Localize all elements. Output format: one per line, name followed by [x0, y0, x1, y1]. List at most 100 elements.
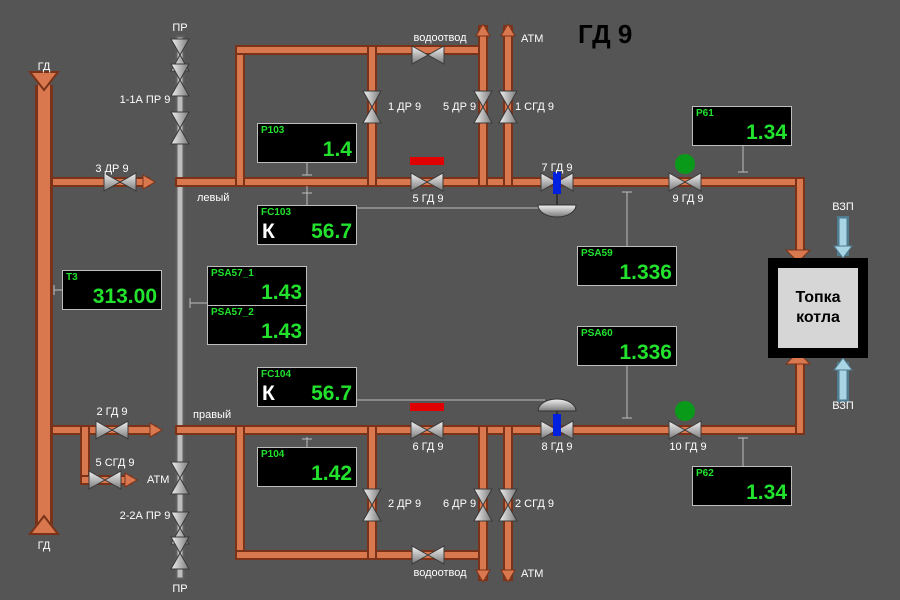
p103-value: 1.4 — [322, 138, 352, 161]
furnace-label: Топка котла — [778, 268, 858, 348]
valve-1-1a-pr-3[interactable] — [170, 111, 190, 145]
label-1dr: 1 ДР 9 — [388, 101, 421, 113]
display-psa57-2[interactable]: PSA57_2 1.43 — [207, 305, 307, 345]
page-title: ГД 9 — [578, 19, 632, 49]
valve-5sgd[interactable] — [88, 470, 122, 490]
display-p103[interactable]: P103 1.4 — [257, 123, 357, 163]
label-atm-bottom: АТМ — [521, 568, 543, 580]
label-1-1a-pr: 1-1А ПР 9 — [120, 94, 171, 106]
psa57-2-value: 1.43 — [261, 320, 302, 343]
p62-value: 1.34 — [746, 481, 787, 504]
p104-tag: P104 — [261, 449, 285, 460]
p61-value: 1.34 — [746, 121, 787, 144]
fc104-mode: К — [262, 382, 275, 405]
psa57-1-value: 1.43 — [261, 281, 302, 304]
valve-1-1a-pr-2[interactable] — [170, 63, 190, 97]
label-6gd: 6 ГД 9 — [412, 441, 443, 453]
valve-9gd-status — [675, 154, 695, 174]
boiler-furnace[interactable]: Топка котла — [768, 258, 868, 358]
t3-value: 313.00 — [92, 285, 157, 308]
label-vzp-top: ВЗП — [832, 201, 854, 213]
valve-10gd[interactable] — [668, 420, 702, 440]
valve-2dr[interactable] — [362, 488, 382, 522]
valve-8gd-actuator — [537, 398, 577, 412]
fc104-tag: FC104 — [261, 369, 292, 380]
valve-6gd-indicator — [410, 403, 444, 411]
valve-6gd[interactable] — [410, 420, 444, 440]
display-psa60[interactable]: PSA60 1.336 — [577, 326, 677, 366]
display-psa57-1[interactable]: PSA57_1 1.43 — [207, 266, 307, 306]
valve-7gd-actuator — [537, 204, 577, 218]
p62-tag: P62 — [696, 468, 714, 479]
valve-2gd[interactable] — [95, 420, 129, 440]
valve-9gd[interactable] — [668, 172, 702, 192]
flow-arrows — [124, 23, 812, 583]
display-t3[interactable]: T3 313.00 — [62, 270, 162, 310]
label-vzp-bottom: ВЗП — [832, 400, 854, 412]
psa57-2-tag: PSA57_2 — [211, 307, 254, 318]
display-fc104[interactable]: FC104 К 56.7 — [257, 367, 357, 407]
fc103-value: 56.7 — [311, 220, 352, 243]
psa59-value: 1.336 — [619, 261, 672, 284]
fc103-mode: К — [262, 220, 275, 243]
label-6dr: 6 ДР 9 — [443, 498, 476, 510]
valve-drain-bottom[interactable] — [411, 545, 445, 565]
display-fc103[interactable]: FC103 К 56.7 — [257, 205, 357, 245]
label-right-line: правый — [193, 409, 231, 421]
label-gd-top: ГД — [38, 61, 51, 73]
fc103-tag: FC103 — [261, 207, 292, 218]
psa59-tag: PSA59 — [581, 248, 613, 259]
label-5sgd: 5 СГД 9 — [96, 457, 135, 469]
label-8gd: 8 ГД 9 — [541, 441, 572, 453]
valve-1sgd[interactable] — [498, 90, 518, 124]
display-p62[interactable]: P62 1.34 — [692, 466, 792, 506]
psa60-tag: PSA60 — [581, 328, 613, 339]
valve-6dr[interactable] — [473, 488, 493, 522]
valve-2sgd[interactable] — [498, 488, 518, 522]
t3-tag: T3 — [66, 272, 78, 283]
label-5dr: 5 ДР 9 — [443, 101, 476, 113]
display-psa59[interactable]: PSA59 1.336 — [577, 246, 677, 286]
psa60-value: 1.336 — [619, 341, 672, 364]
leader-lines — [53, 146, 748, 466]
label-7gd: 7 ГД 9 — [541, 162, 572, 174]
label-2gd: 2 ГД 9 — [96, 406, 127, 418]
valve-5gd-indicator — [410, 157, 444, 165]
valve-5gd[interactable] — [410, 172, 444, 192]
gd-header — [27, 71, 61, 535]
valve-10gd-status — [675, 401, 695, 421]
p103-tag: P103 — [261, 125, 285, 136]
psa57-1-tag: PSA57_1 — [211, 268, 254, 279]
label-pr-bottom: ПР — [172, 583, 187, 595]
label-drain-bottom: водоотвод — [413, 567, 467, 579]
label-1sgd: 1 СГД 9 — [515, 101, 554, 113]
label-3dr: 3 ДР 9 — [95, 163, 128, 175]
label-gd-bottom: ГД — [38, 540, 51, 552]
p104-value: 1.42 — [311, 462, 352, 485]
valve-3dr[interactable] — [103, 172, 137, 192]
label-9gd: 9 ГД 9 — [672, 193, 703, 205]
label-atm-left: АТМ — [147, 474, 169, 486]
label-pr-top: ПР — [172, 22, 187, 34]
valve-5dr[interactable] — [473, 90, 493, 124]
label-atm-top: АТМ — [521, 33, 543, 45]
label-2-2a-pr: 2-2А ПР 9 — [120, 510, 171, 522]
valve-2-2a-pr-2[interactable] — [170, 511, 190, 545]
display-p61[interactable]: P61 1.34 — [692, 106, 792, 146]
label-2dr: 2 ДР 9 — [388, 498, 421, 510]
display-p104[interactable]: P104 1.42 — [257, 447, 357, 487]
valve-1dr[interactable] — [362, 90, 382, 124]
valve-drain-top[interactable] — [411, 45, 445, 65]
valve-1-1a-pr[interactable] — [170, 38, 190, 72]
p61-tag: P61 — [696, 108, 714, 119]
fc104-value: 56.7 — [311, 382, 352, 405]
label-2sgd: 2 СГД 9 — [515, 498, 554, 510]
label-5gd: 5 ГД 9 — [412, 193, 443, 205]
actuators — [410, 154, 695, 436]
label-drain-top: водоотвод — [413, 32, 467, 44]
label-10gd: 10 ГД 9 — [669, 441, 706, 453]
valve-2-2a-pr-3[interactable] — [170, 536, 190, 570]
valve-2-2a-pr[interactable] — [170, 461, 190, 495]
vzp-pipes — [833, 216, 853, 402]
